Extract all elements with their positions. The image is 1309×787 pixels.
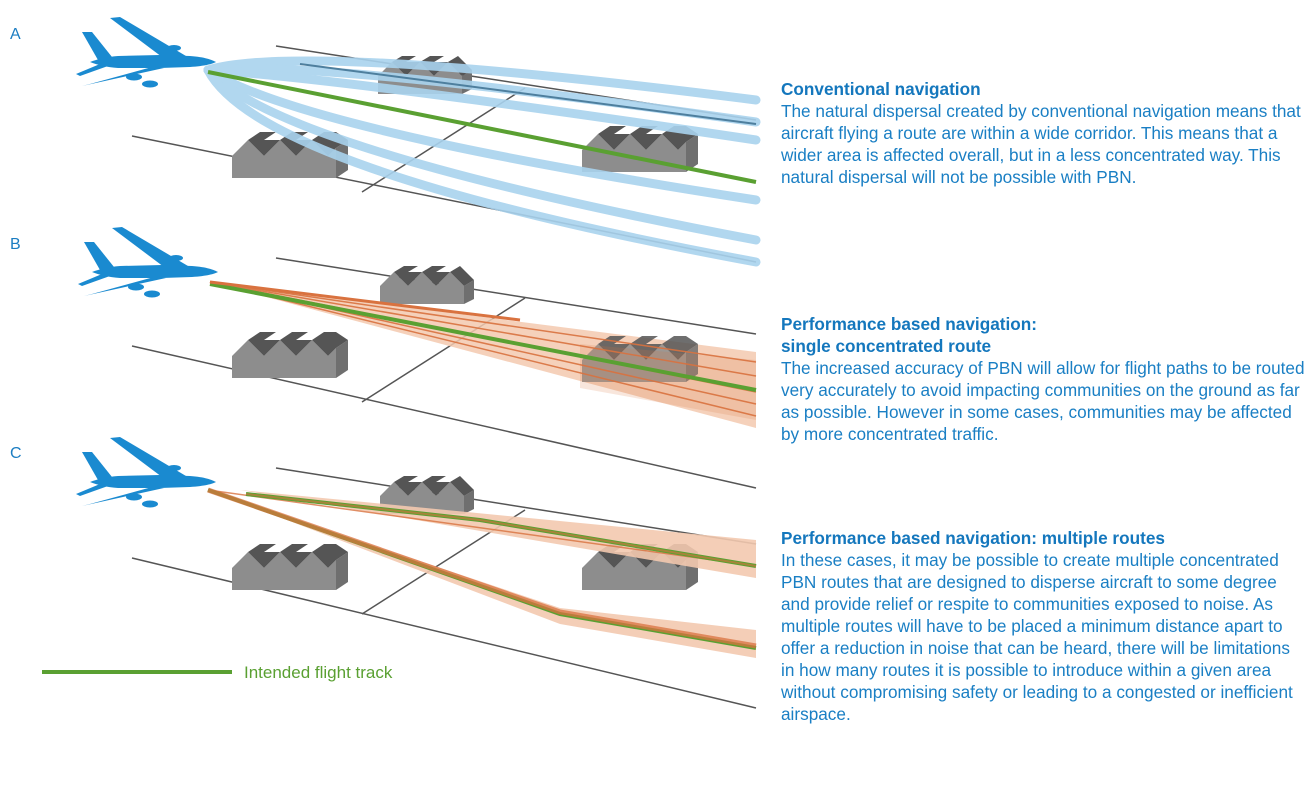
- building-cluster-icon: [380, 266, 474, 304]
- intended-track-b: [209, 282, 757, 392]
- legend-label: Intended flight track: [244, 663, 393, 682]
- intended-track-a: [207, 70, 757, 184]
- pbn-corridor-c-lower: [208, 490, 756, 658]
- panel-a-scene: [76, 17, 761, 267]
- panel-label-c: C: [10, 445, 22, 462]
- aircraft-icon: [76, 17, 216, 88]
- panel-b-scene: [78, 227, 757, 489]
- section-conventional: Conventional navigation The natural disp…: [781, 78, 1306, 188]
- section-body: The increased accuracy of PBN will allow…: [781, 358, 1305, 444]
- panel-c-scene: [76, 437, 757, 709]
- section-body: In these cases, it may be possible to cr…: [781, 550, 1293, 724]
- section-title: Conventional navigation: [781, 79, 981, 99]
- panel-label-a: A: [10, 26, 21, 43]
- section-subtitle: single concentrated route: [781, 336, 992, 356]
- section-pbn-single: Performance based navigation: single con…: [781, 313, 1306, 445]
- section-title: Performance based navigation: multiple r…: [781, 528, 1165, 548]
- legend: Intended flight track: [42, 663, 393, 682]
- building-cluster-icon: [232, 332, 348, 378]
- panel-label-b: B: [10, 236, 21, 253]
- section-body: The natural dispersal created by convent…: [781, 101, 1301, 187]
- conventional-track-dark: [299, 63, 757, 125]
- aircraft-icon: [76, 437, 216, 508]
- building-cluster-icon: [232, 544, 348, 590]
- section-title: Performance based navigation:: [781, 314, 1037, 334]
- pbn-corridor-b: [210, 282, 756, 428]
- section-pbn-multiple: Performance based navigation: multiple r…: [781, 527, 1306, 725]
- aircraft-icon: [78, 227, 218, 298]
